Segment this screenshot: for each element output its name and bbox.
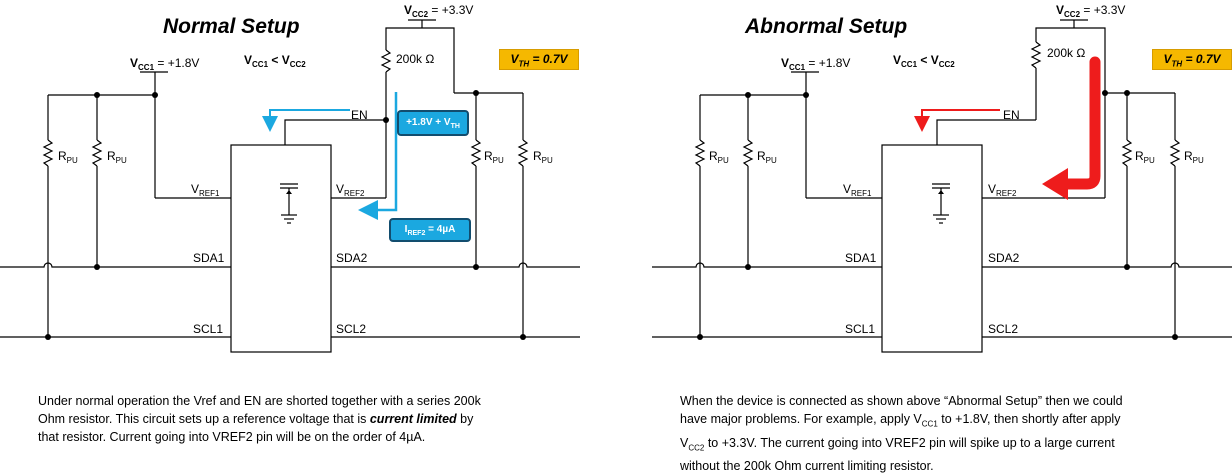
- vref1-label: VREF1: [843, 182, 872, 198]
- vcc-comparison: VCC1 < VCC2: [244, 53, 306, 69]
- 200k-resistor: [1030, 41, 1042, 69]
- resistor-200k-label: 200k Ω: [1047, 46, 1085, 60]
- rpu-label-3: RPU: [1135, 149, 1155, 165]
- translator-ic: [881, 144, 983, 353]
- normal-setup-title: Normal Setup: [163, 15, 300, 38]
- vref2-current-bubble: IREF2 = 4µA: [389, 218, 471, 242]
- fault-current-arrow: [1058, 56, 1101, 190]
- normal-setup-schematic: Normal Setup VCC2 = +3.3V VCC1 = +1.8V V…: [0, 3, 580, 353]
- pass-fet: [280, 183, 298, 224]
- abnormal-setup-title: Abnormal Setup: [744, 15, 907, 38]
- rpu-label-4: RPU: [1184, 149, 1204, 165]
- en-current-arrow: [262, 109, 350, 132]
- vcc2-label: VCC2 = +3.3V: [404, 3, 473, 19]
- normal-setup-description: Under normal operation the Vref and EN a…: [38, 394, 481, 444]
- sda2-label: SDA2: [988, 251, 1020, 265]
- 200k-resistor: [380, 49, 392, 73]
- abnormal-setup-description: When the device is connected as shown ab…: [680, 394, 1123, 473]
- scl2-label: SCL2: [988, 322, 1018, 336]
- vref2-label: VREF2: [988, 182, 1017, 198]
- vref2-label: VREF2: [336, 182, 365, 198]
- scl1-label: SCL1: [845, 322, 875, 336]
- pass-fet: [932, 183, 950, 224]
- scl1-label: SCL1: [193, 322, 223, 336]
- vref-voltage-bubble: +1.8V + VTH: [397, 110, 469, 136]
- rpu-label-4: RPU: [533, 149, 553, 165]
- en-label: EN: [1003, 108, 1020, 122]
- vth-badge: VTH = 0.7V: [1152, 49, 1232, 70]
- vth-badge: VTH = 0.7V: [499, 49, 579, 70]
- sda2-label: SDA2: [336, 251, 368, 265]
- vcc1-label: VCC1 = +1.8V: [130, 56, 199, 72]
- fault-current-arrowhead: [1042, 168, 1068, 200]
- vcc-comparison: VCC1 < VCC2: [893, 53, 955, 69]
- rpu-label-3: RPU: [484, 149, 504, 165]
- sda1-label: SDA1: [845, 251, 877, 265]
- resistor-200k-label: 200k Ω: [396, 52, 434, 66]
- en-label: EN: [351, 108, 368, 122]
- rpu-label-1: RPU: [58, 149, 78, 165]
- abnormal-setup-schematic: Abnormal Setup VCC2 = +3.3V VCC1 = +1.8V…: [652, 3, 1232, 353]
- pullup-resistors-left: [42, 93, 529, 337]
- rpu-label-2: RPU: [107, 149, 127, 165]
- vcc1-label: VCC1 = +1.8V: [781, 56, 850, 72]
- scl2-label: SCL2: [336, 322, 366, 336]
- rpu-label-2: RPU: [757, 149, 777, 165]
- pullup-resistors-right: [694, 93, 1181, 337]
- rpu-label-1: RPU: [709, 149, 729, 165]
- vref2-current-arrow: [358, 92, 398, 220]
- en-current-arrow: [914, 109, 1000, 132]
- sda1-label: SDA1: [193, 251, 225, 265]
- vcc2-label: VCC2 = +3.3V: [1056, 3, 1125, 19]
- translator-ic: [230, 144, 332, 353]
- vref1-label: VREF1: [191, 182, 220, 198]
